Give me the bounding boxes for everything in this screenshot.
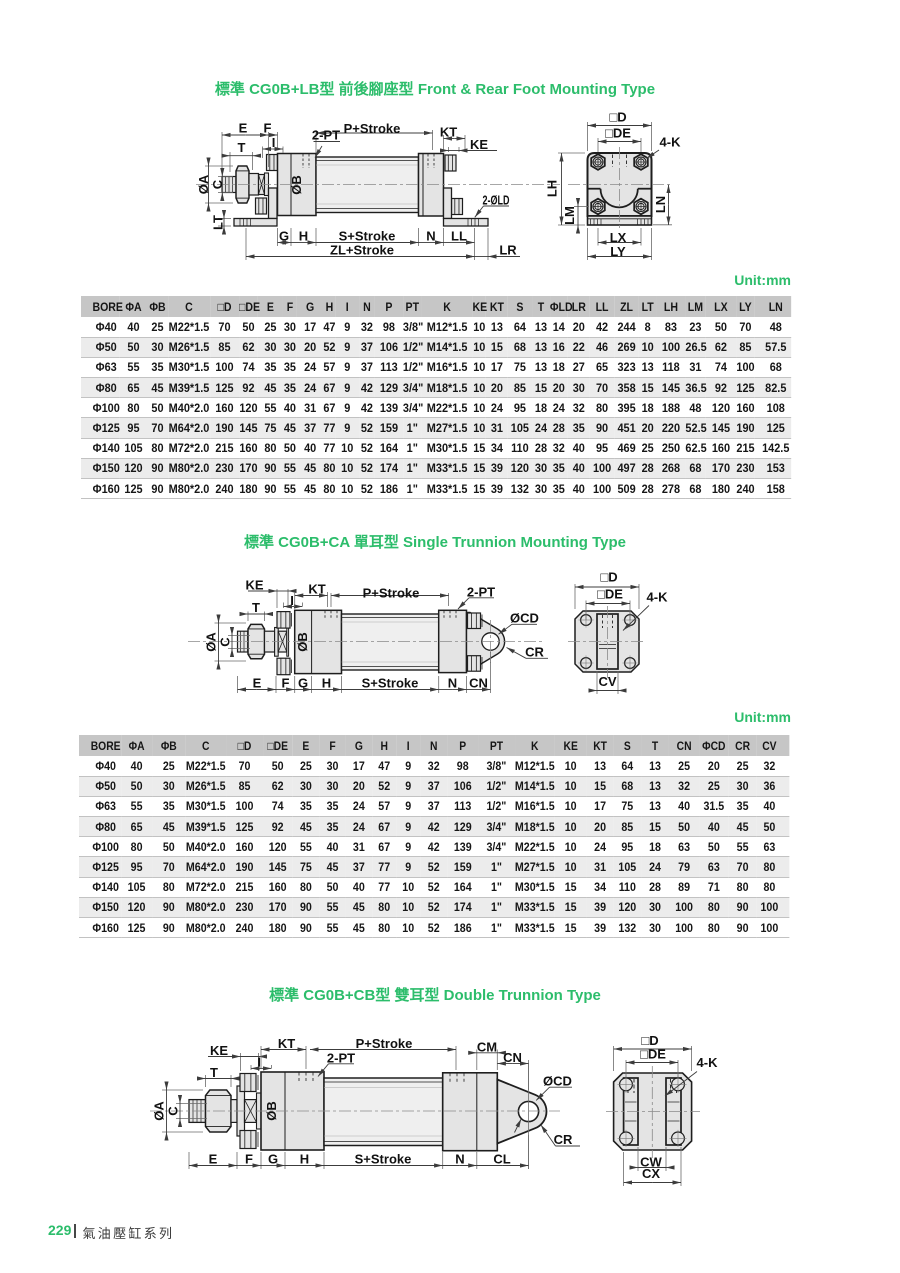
svg-text:CM: CM (477, 1039, 497, 1054)
svg-text:ØB: ØB (295, 632, 310, 652)
svg-text:4-K: 4-K (647, 589, 669, 604)
svg-text:KT: KT (278, 1036, 295, 1051)
svg-text:ØA: ØA (204, 632, 219, 652)
svg-text:S+Stroke: S+Stroke (355, 1151, 412, 1166)
svg-text:2-PT: 2-PT (467, 584, 495, 599)
svg-text:LX: LX (610, 230, 627, 245)
svg-text:ØA: ØA (196, 174, 211, 194)
svg-text:□D: □D (609, 110, 626, 125)
svg-text:T: T (210, 1065, 218, 1080)
svg-text:E: E (239, 121, 248, 136)
svg-text:H: H (299, 228, 308, 243)
svg-text:LN: LN (653, 196, 668, 213)
svg-text:C: C (218, 637, 233, 647)
svg-text:N: N (448, 675, 457, 690)
svg-text:C: C (166, 1106, 181, 1116)
svg-text:I: I (290, 593, 294, 608)
svg-text:CN: CN (469, 675, 488, 690)
svg-text:P+Stroke: P+Stroke (356, 1036, 413, 1051)
svg-text:G: G (279, 228, 289, 243)
svg-text:S+Stroke: S+Stroke (362, 675, 419, 690)
svg-text:N: N (455, 1151, 464, 1166)
svg-text:I: I (272, 135, 276, 150)
svg-text:CR: CR (554, 1132, 573, 1147)
svg-text:□DE: □DE (605, 126, 631, 141)
svg-text:C: C (210, 179, 225, 189)
svg-text:KE: KE (470, 137, 488, 152)
svg-text:CN: CN (503, 1050, 522, 1065)
svg-text:CW: CW (640, 1155, 662, 1170)
svg-text:ØB: ØB (289, 175, 304, 195)
svg-text:N: N (426, 228, 435, 243)
svg-text:CR: CR (525, 645, 544, 660)
svg-text:LY: LY (610, 244, 626, 259)
svg-text:F: F (282, 675, 290, 690)
svg-text:2-PT: 2-PT (312, 127, 340, 142)
svg-text:LT: LT (210, 215, 225, 230)
svg-text:ØA: ØA (152, 1101, 167, 1121)
svg-text:ZL+Stroke: ZL+Stroke (330, 242, 394, 257)
svg-text:CX: CX (642, 1166, 660, 1181)
svg-text:G: G (298, 675, 308, 690)
svg-text:ØCD: ØCD (510, 611, 539, 626)
svg-text:G: G (268, 1151, 278, 1166)
svg-text:LL: LL (451, 228, 467, 243)
svg-text:□D: □D (600, 570, 617, 585)
svg-text:H: H (322, 675, 331, 690)
svg-text:F: F (264, 121, 272, 136)
svg-text:KE: KE (210, 1043, 228, 1058)
svg-text:LM: LM (562, 206, 577, 225)
svg-text:LR: LR (499, 242, 517, 257)
svg-text:4-K: 4-K (697, 1055, 719, 1070)
svg-text:□D: □D (641, 1035, 658, 1048)
svg-text:I: I (257, 1054, 261, 1069)
svg-text:KT: KT (308, 581, 325, 596)
svg-text:T: T (238, 140, 246, 155)
svg-text:CV: CV (598, 674, 616, 689)
svg-text:F: F (245, 1151, 253, 1166)
svg-text:2-ØLD: 2-ØLD (483, 193, 510, 208)
svg-text:P+Stroke: P+Stroke (344, 121, 401, 136)
svg-text:KE: KE (245, 577, 263, 592)
svg-text:T: T (252, 600, 260, 615)
svg-text:CL: CL (493, 1151, 510, 1166)
svg-text:KT: KT (440, 124, 457, 139)
svg-text:□DE: □DE (597, 587, 623, 602)
svg-text:□DE: □DE (640, 1047, 666, 1062)
svg-text:ØCD: ØCD (543, 1073, 572, 1088)
svg-text:S+Stroke: S+Stroke (339, 228, 396, 243)
svg-text:E: E (253, 675, 262, 690)
svg-text:LH: LH (545, 180, 560, 197)
svg-text:4-K: 4-K (660, 134, 682, 149)
svg-text:H: H (300, 1151, 309, 1166)
svg-text:P+Stroke: P+Stroke (363, 585, 420, 600)
svg-text:2-PT: 2-PT (327, 1050, 355, 1065)
svg-text:E: E (209, 1151, 218, 1166)
